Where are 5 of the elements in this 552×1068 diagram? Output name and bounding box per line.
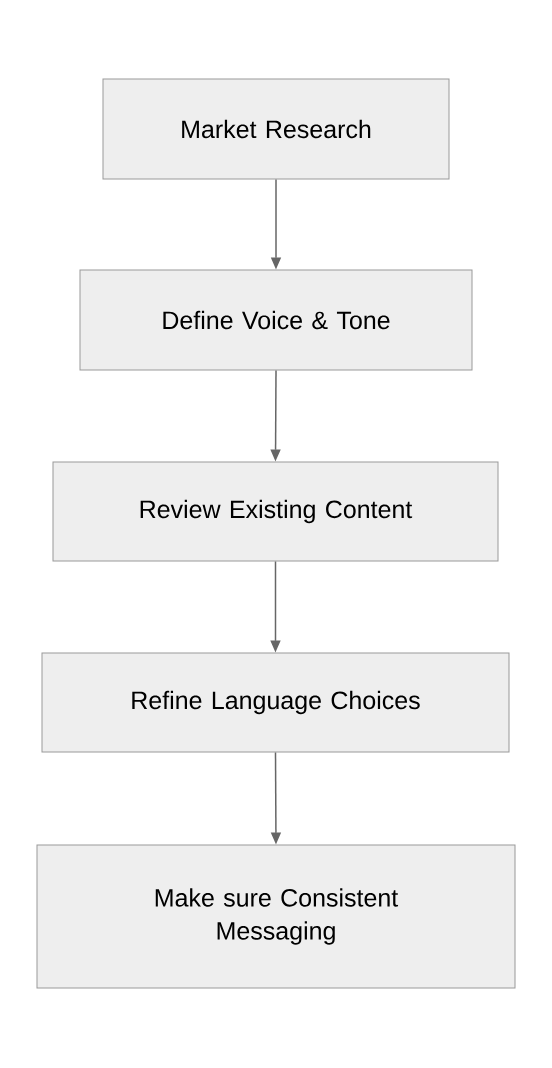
process-box: Review Existing Content bbox=[52, 461, 499, 562]
process-box: Make sure Consistent Messaging bbox=[36, 844, 516, 989]
process-box: Define Voice & Tone bbox=[79, 269, 473, 371]
process-box: Market Research bbox=[102, 78, 450, 180]
process-box: Refine Language Choices bbox=[41, 652, 510, 753]
